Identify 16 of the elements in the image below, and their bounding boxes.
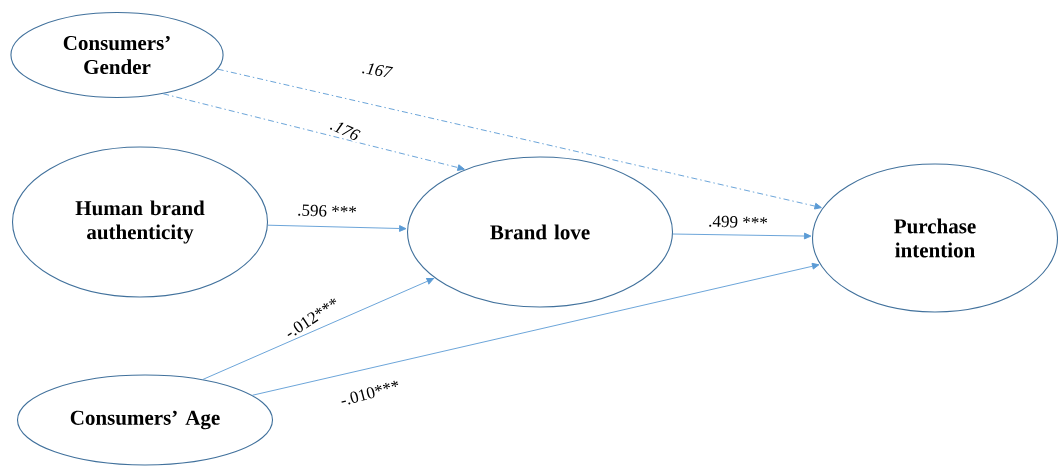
ellipse-node: Human brand authenticity [11, 146, 269, 298]
arrow [252, 262, 820, 396]
arrow [672, 232, 812, 240]
edge-label: .596 *** [296, 203, 358, 219]
arrow [162, 93, 465, 171]
arrow [202, 278, 435, 380]
edge-label: -.010*** [337, 378, 403, 408]
ellipse-node: Consumers’ Age [16, 374, 274, 466]
edge-label: .499 *** [707, 214, 769, 230]
arrow [267, 224, 407, 232]
arrow [217, 68, 822, 210]
ellipse-node: Consumers’ Gender [10, 11, 224, 99]
ellipse-node: Brand love [406, 156, 674, 308]
edge-label: .176 [327, 117, 363, 143]
ellipse-node: Purchase intention [811, 163, 1059, 313]
edge-label: .167 [360, 60, 394, 80]
